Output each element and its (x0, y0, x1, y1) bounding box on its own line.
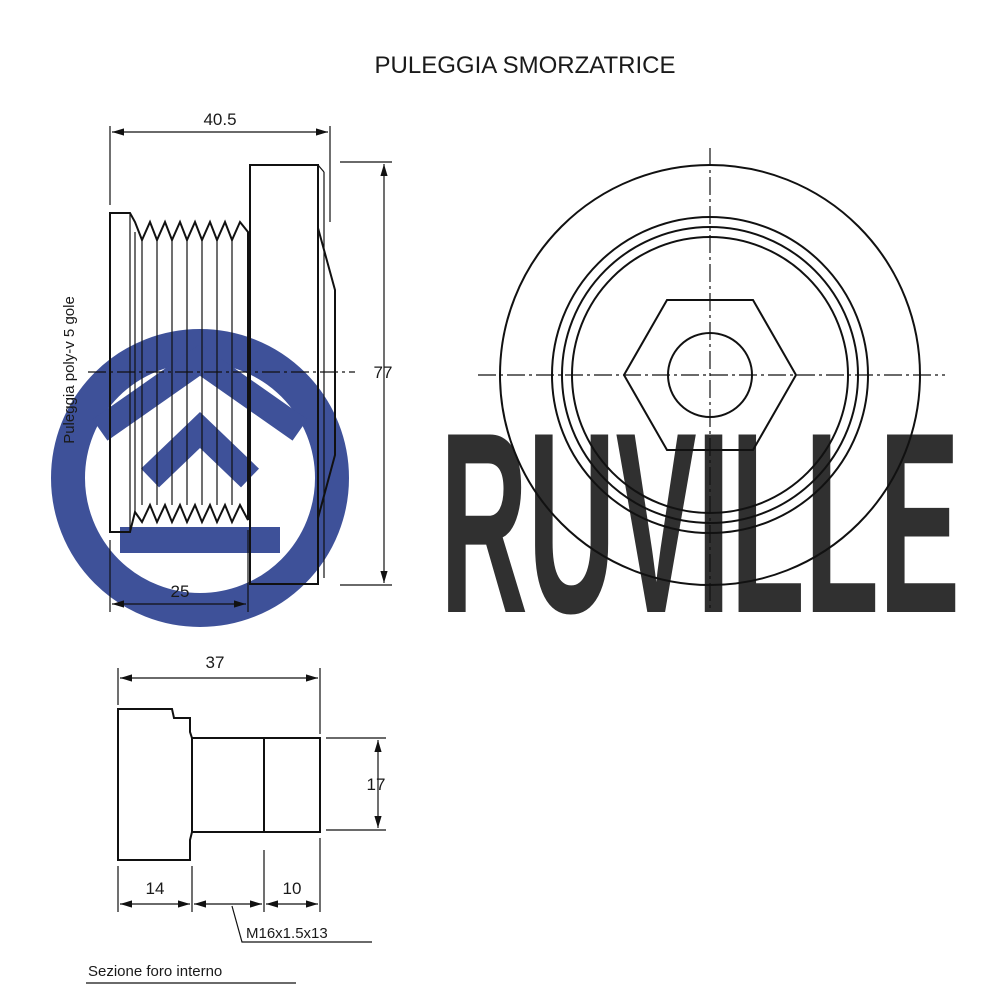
dim-overall-width-label: 40.5 (203, 110, 236, 129)
pulley-front-view (478, 148, 945, 608)
bolt-head (117, 708, 193, 861)
dim-thread-dia-label: 17 (367, 775, 386, 794)
damper-hub (249, 164, 319, 585)
damper-bevel (317, 227, 336, 519)
watermark-emblem-icon (92, 344, 308, 553)
bolt-section-view: 37 17 14 10 M16x1.5x13 Sezione foro inte… (86, 653, 386, 984)
section-caption: Sezione foro interno (88, 963, 222, 980)
bolt-thread (191, 737, 265, 833)
dim-shank-length-label: 10 (283, 879, 302, 898)
drawing-title: PULEGGIA SMORZATRICE (375, 52, 676, 79)
pulley-side-view: 40.5 77 25 Puleggia poly-v 5 gole (61, 110, 392, 612)
thread-callout: M16x1.5x13 (246, 925, 328, 942)
watermark-ring-icon (51, 329, 349, 627)
dim-bolt-length-label: 37 (206, 653, 225, 672)
dim-grooved-width-label: 25 (171, 582, 190, 601)
dim-diameter-label: 77 (374, 363, 393, 382)
hex-socket (622, 299, 798, 451)
pulley-side-label: Puleggia poly-v 5 gole (61, 296, 78, 444)
bolt-shank (263, 737, 321, 833)
dim-head-length-label: 14 (146, 879, 165, 898)
thread-leader-line (231, 905, 372, 943)
grooved-pulley-body (109, 212, 249, 533)
